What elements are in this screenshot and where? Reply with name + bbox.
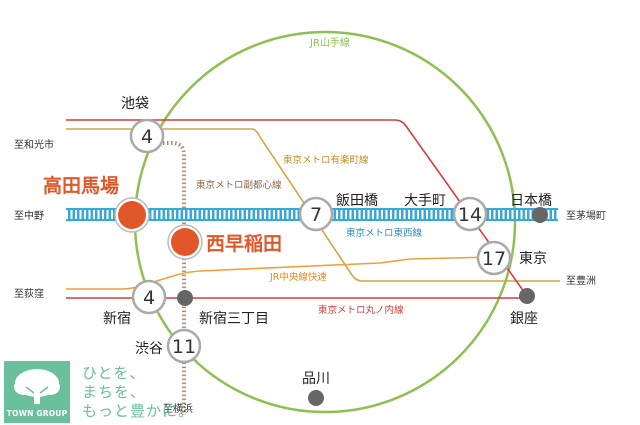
station-shinjuku: 新宿 [103, 310, 131, 327]
iidabashi-minutes: 7 [310, 204, 322, 226]
shinjuku-time-badge: 4 [131, 279, 167, 315]
shinjuku-minutes: 4 [143, 287, 155, 309]
station-nishiwaseda: 西早稲田 [206, 233, 282, 255]
yamanote-line-label: JR山手線 [309, 36, 350, 49]
tokyo-time-badge: 17 [476, 240, 512, 276]
nihonbashi-station-dot [532, 207, 548, 223]
slogan-line-1: ひとを、 [82, 364, 146, 382]
direction-wakoshi: 至和光市 [14, 138, 54, 151]
tokyo-minutes: 17 [482, 248, 506, 270]
direction-nakano: 至中野 [14, 209, 44, 222]
shinjuku-sanchome-station-dot [177, 290, 193, 306]
slogan-line-2: まちを、 [82, 383, 147, 401]
ikebukuro-time-badge: 4 [129, 118, 165, 154]
fukutoshin-line-label: 東京メトロ副都心線 [196, 179, 282, 191]
slogan-line-3: もっと豊かに。 [82, 402, 195, 420]
marunouchi-line-label: 東京メトロ丸ノ内線 [318, 304, 404, 316]
marunouchi-line-north [66, 119, 528, 297]
station-shinjuku-sanchome: 新宿三丁目 [199, 310, 269, 327]
shibuya-time-badge: 11 [166, 328, 202, 364]
station-ikebukuro: 池袋 [121, 96, 149, 112]
tozai-line-label: 東京メトロ東西線 [346, 227, 423, 239]
station-otemachi: 大手町 [404, 193, 446, 209]
station-nihonbashi: 日本橋 [510, 193, 552, 209]
town-group-logo: TOWN GROUP [4, 361, 70, 423]
fukutoshin-line [147, 141, 186, 415]
station-takadanobaba: 高田馬場 [43, 174, 119, 197]
shibuya-minutes: 11 [172, 336, 196, 358]
station-iidabashi: 飯田橋 [336, 192, 378, 209]
chuo-line [66, 256, 494, 290]
nishiwaseda-station-dot [171, 228, 199, 256]
shinagawa-station-dot [308, 390, 324, 406]
iidabashi-time-badge: 7 [298, 196, 334, 232]
chuo-line-label: JR中央線快速 [269, 271, 327, 283]
direction-ogikubo: 至荻窪 [14, 287, 44, 300]
station-shibuya: 渋谷 [135, 341, 163, 357]
otemachi-time-badge: 14 [452, 196, 488, 232]
station-ginza: 銀座 [510, 311, 538, 327]
slogan: ひとを、 まちを、 もっと豊かに。 [82, 364, 242, 421]
ginza-station-dot [519, 288, 535, 304]
tree-icon [14, 369, 60, 404]
direction-kayabacho: 至茅場町 [566, 209, 606, 222]
ikebukuro-minutes: 4 [141, 126, 153, 148]
takadanobaba-station-dot [118, 201, 146, 229]
otemachi-minutes: 14 [458, 204, 482, 226]
station-tokyo: 東京 [519, 251, 547, 267]
direction-yokohama: 至横浜 [163, 402, 193, 415]
yurakucho-line-label: 東京メトロ有楽町線 [283, 154, 369, 166]
station-shinagawa: 品川 [302, 371, 330, 387]
direction-toyosu: 至豊洲 [566, 274, 596, 287]
logo-text: TOWN GROUP [6, 409, 68, 418]
